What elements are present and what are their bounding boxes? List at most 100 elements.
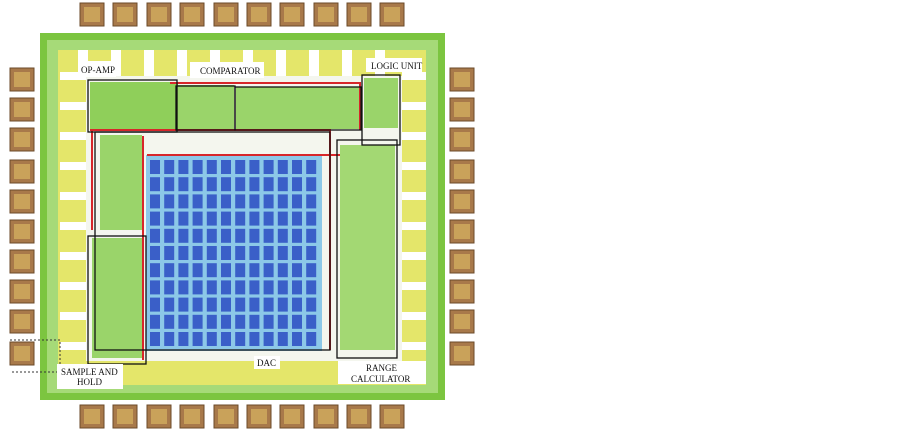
dac-cell	[221, 228, 231, 243]
dac-cell	[221, 160, 231, 174]
dac-cell	[206, 332, 217, 346]
logic-unit-block	[364, 78, 398, 128]
dac-cell	[306, 194, 317, 209]
dac-cell	[192, 332, 203, 346]
dac-cell	[263, 160, 274, 174]
dac-cell	[263, 332, 274, 346]
dac-cell	[192, 228, 203, 243]
dac-cell	[192, 246, 203, 260]
bond-pad-inner	[251, 7, 267, 22]
stripe-top	[177, 50, 187, 76]
stripe-right	[402, 222, 426, 230]
dac-cell	[164, 211, 175, 226]
dac-cell	[192, 263, 203, 278]
dac-cell	[164, 314, 175, 329]
stripe-left	[60, 162, 86, 170]
sh-upper-block	[100, 135, 142, 230]
bond-pad-inner	[454, 102, 470, 117]
label-logic-unit: LOGIC UNIT	[371, 61, 423, 71]
label-comparator: COMPARATOR	[200, 66, 261, 76]
dac-cell	[178, 263, 189, 278]
stripe-right	[402, 102, 426, 110]
stripe-left	[60, 192, 86, 200]
dac-cell	[292, 211, 302, 226]
dac-cell	[221, 280, 231, 295]
block-outlines	[87, 74, 401, 365]
label-range-calculator-2: CALCULATOR	[351, 374, 410, 384]
bond-pad-inner	[318, 409, 334, 424]
label-range-calculator-1: RANGE	[366, 363, 398, 373]
bond-pad-inner	[14, 164, 30, 179]
dac-cell	[235, 246, 246, 260]
dac-cell	[150, 332, 160, 346]
dac-cell	[178, 194, 189, 209]
dac-cell	[150, 228, 160, 243]
bond-pad-inner	[454, 346, 470, 361]
dac-cell	[164, 194, 175, 209]
range-calculator-block	[340, 145, 395, 350]
dac-cell	[277, 211, 288, 226]
main-outline	[94, 131, 331, 351]
label-dac: DAC	[257, 358, 276, 368]
dac-cell	[249, 228, 260, 243]
dac-cell	[292, 177, 302, 192]
dac-cell	[306, 177, 317, 192]
stripe-right	[402, 312, 426, 320]
op-amp-block	[90, 82, 178, 130]
dac-cell	[263, 246, 274, 260]
dac-cell	[221, 177, 231, 192]
bond-pad-inner	[117, 409, 133, 424]
stripe-right	[402, 252, 426, 260]
bond-pad-inner	[14, 254, 30, 269]
bond-pad-inner	[454, 164, 470, 179]
dac-cell	[206, 263, 217, 278]
stripe-left	[60, 282, 86, 290]
label-op-amp: OP-AMP	[81, 65, 115, 75]
dac-cell	[221, 263, 231, 278]
bond-pads	[9, 2, 475, 429]
logic-outline	[234, 86, 362, 131]
range-calculator-outline	[336, 139, 398, 359]
bond-pad-inner	[14, 284, 30, 299]
logic-block	[236, 87, 360, 129]
bond-pad-inner	[14, 346, 30, 361]
bond-pad-inner	[84, 409, 100, 424]
dac-cell	[164, 263, 175, 278]
dac-cell	[277, 177, 288, 192]
bond-pad-inner	[14, 194, 30, 209]
stripe-right	[402, 162, 426, 170]
dac-cell	[249, 314, 260, 329]
bond-pad-inner	[151, 409, 167, 424]
dac-cell	[150, 280, 160, 295]
dac-cell	[249, 332, 260, 346]
dac-cell	[150, 194, 160, 209]
dac-cell	[150, 246, 160, 260]
dac-cell	[164, 177, 175, 192]
bond-pad-inner	[14, 72, 30, 87]
dac-cell	[206, 314, 217, 329]
dac-cell	[292, 160, 302, 174]
stripe-left	[60, 222, 86, 230]
dac-cell	[277, 314, 288, 329]
dac-cell	[277, 297, 288, 312]
dac-cell	[263, 314, 274, 329]
dac-cell	[206, 177, 217, 192]
bond-pad-inner	[351, 409, 367, 424]
stripe-left	[60, 252, 86, 260]
dac-cell	[192, 160, 203, 174]
dac-cell	[235, 177, 246, 192]
bond-pad-inner	[454, 72, 470, 87]
dac-cell	[249, 194, 260, 209]
dac-cell	[263, 177, 274, 192]
dac-cell	[277, 160, 288, 174]
dac-array	[150, 160, 317, 346]
stripe-right	[402, 192, 426, 200]
dac-cell	[150, 314, 160, 329]
dac-cell	[306, 314, 317, 329]
bond-pad-inner	[251, 409, 267, 424]
stripe-top	[144, 50, 154, 76]
dac-cell	[277, 228, 288, 243]
dac-cell	[263, 228, 274, 243]
stripe-right	[402, 342, 426, 350]
dac-cell	[306, 297, 317, 312]
